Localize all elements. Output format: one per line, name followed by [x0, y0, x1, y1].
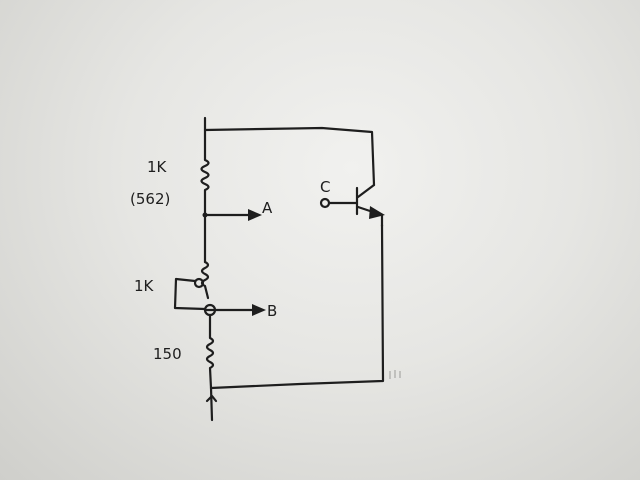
label-input-c: C	[320, 178, 330, 196]
bottom-wire	[209, 223, 385, 390]
label-top-resistor: 1K	[147, 158, 168, 176]
bottom-lead-tick	[205, 394, 218, 403]
output-b-arrow	[252, 304, 266, 316]
label-output-b: B	[267, 302, 277, 320]
output-a-arrow	[248, 209, 262, 221]
top-wire	[203, 116, 376, 187]
bottom-resistor	[205, 313, 215, 390]
stray-marks	[389, 370, 401, 379]
input-c-terminal	[319, 197, 331, 209]
label-bottom-resistor: 150	[153, 345, 182, 363]
label-potentiometer: 1K	[134, 277, 155, 295]
top-resistor	[200, 128, 210, 217]
label-top-resistor-alt: (562)	[130, 190, 170, 208]
pot-upper-node	[193, 277, 205, 289]
transistor-collector	[356, 183, 376, 199]
pot-wiper-wire	[173, 277, 207, 311]
label-output-a: A	[262, 199, 273, 217]
bottom-lead	[209, 386, 214, 422]
